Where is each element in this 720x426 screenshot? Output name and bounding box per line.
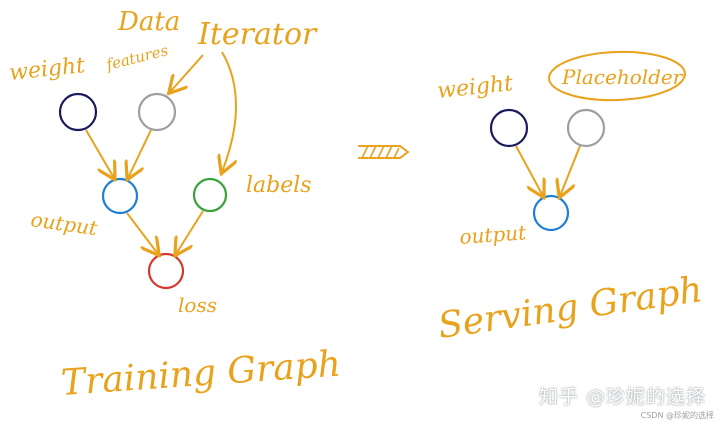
weight-label-training: weight — [8, 53, 86, 86]
watermark-text: 知乎 @珍妮的选择 — [538, 386, 706, 408]
output-node-serving — [532, 194, 570, 232]
training-graph-title: Training Graph — [60, 344, 342, 404]
arrow-iterator-to-labels — [222, 51, 236, 172]
placeholder-circle — [548, 50, 686, 102]
output-label-serving: output — [459, 220, 528, 249]
arrow-output-to-loss — [126, 212, 158, 254]
iterator-label: Iterator — [197, 17, 318, 52]
arrow-weight-to-output-serving — [515, 145, 543, 196]
weight-label-serving: weight — [436, 71, 514, 104]
placeholder-node — [566, 108, 606, 148]
output-label-training: output — [29, 207, 99, 240]
arrow-iterator-to-features — [170, 54, 204, 92]
labels-label: labels — [246, 173, 312, 198]
csdn-watermark: CSDN @珍妮的选择 — [640, 411, 714, 420]
features-label: features — [104, 41, 171, 74]
weight-node-training — [58, 92, 98, 132]
transform-arrow — [358, 145, 410, 159]
output-node-training — [101, 177, 139, 215]
placeholder-label: Placeholder — [561, 65, 684, 89]
features-node — [137, 92, 177, 132]
arrow-weight-to-output — [85, 129, 114, 178]
serving-graph-title: Serving Graph — [436, 269, 705, 347]
arrow-placeholder-to-output — [560, 145, 581, 196]
weight-node-serving — [489, 108, 529, 148]
labels-node — [192, 177, 228, 213]
loss-label: loss — [178, 293, 217, 317]
data-label: Data — [117, 7, 180, 37]
arrow-labels-to-loss — [176, 210, 204, 254]
arrow-features-to-output — [128, 129, 152, 178]
loss-node — [147, 252, 185, 290]
